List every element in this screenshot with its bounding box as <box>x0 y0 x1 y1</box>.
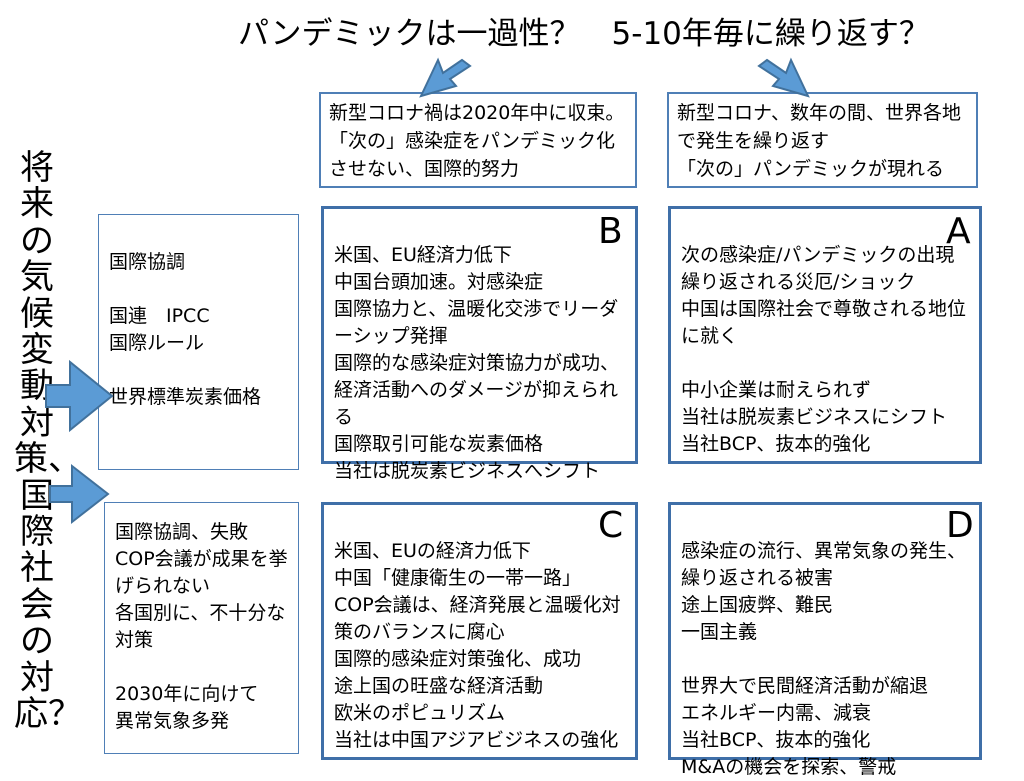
page-title: パンデミックは一過性？ 5-10年毎に繰り返す？ <box>238 16 930 52</box>
arrow-right-icon <box>45 359 114 433</box>
quadrant-b-letter: B <box>598 211 623 252</box>
vertical-title: 将来の気候変動対策、国際社会の対応？ <box>14 148 82 735</box>
quadrant-b-text: 米国、EU経済力低下 中国台頭加速。対感染症 国際協力と、温暖化交渉でリーダーシ… <box>334 244 620 482</box>
quadrant-c: 米国、EUの経済力低下 中国「健康衛生の一帯一路」 COP会議は、経済発展と温暖… <box>321 502 638 760</box>
quadrant-a: 次の感染症/パンデミックの出現 繰り返される災厄/ショック 中国は国際社会で尊敬… <box>668 206 982 464</box>
arrow-down-left-icon <box>419 57 472 98</box>
quadrant-d: 感染症の流行、異常気象の発生、繰り返される被害 途上国疲弊、難民 一国主義 世界… <box>668 502 982 778</box>
quadrant-c-letter: C <box>598 505 624 546</box>
quadrant-a-text: 次の感染症/パンデミックの出現 繰り返される災厄/ショック 中国は国際社会で尊敬… <box>681 244 967 455</box>
left-box-cooperation: 国際協調 国連 IPCC 国際ルール 世界標準炭素価格 <box>98 214 299 470</box>
quadrant-a-letter: A <box>946 211 971 252</box>
arrow-down-right-icon <box>757 57 810 98</box>
quadrant-c-text: 米国、EUの経済力低下 中国「健康衛生の一帯一路」 COP会議は、経済発展と温暖… <box>334 540 621 751</box>
quadrant-d-letter: D <box>946 505 974 546</box>
quadrant-d-text: 感染症の流行、異常気象の発生、繰り返される被害 途上国疲弊、難民 一国主義 世界… <box>681 540 967 778</box>
left-box-failure: 国際協調、失敗 COP会議が成果を挙げられない 各国別に、不十分な対策 2030… <box>104 502 299 754</box>
header-box-one-time: 新型コロナ禍は2020年中に収束。「次の」感染症をパンデミック化させない、国際的… <box>319 92 637 188</box>
quadrant-b: 米国、EU経済力低下 中国台頭加速。対感染症 国際協力と、温暖化交渉でリーダーシ… <box>321 206 638 482</box>
header-box-recurring: 新型コロナ、数年の間、世界各地で発生を繰り返す 「次の」パンデミックが現れる <box>667 92 978 188</box>
arrow-right-icon <box>49 463 110 525</box>
